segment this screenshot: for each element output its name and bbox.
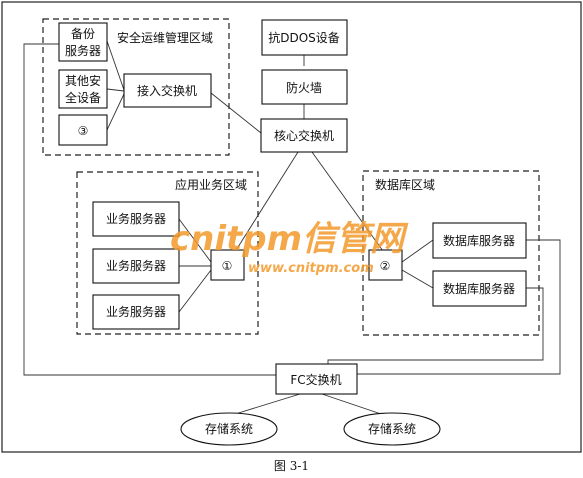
backup-server-label-line2: 服务器 [65,43,101,58]
links [23,40,561,416]
link-circle3-access [106,93,125,131]
db-zone-label: 数据库区域 [375,177,435,192]
watermark: cnitpm信管网 www.cnitpm.com [170,219,409,276]
backup-server-label-line1: 备份 [71,27,95,41]
other-security-device-box [58,69,108,109]
biz-server-label-2: 业务服务器 [106,258,166,273]
firewall-label: 防火墙 [286,80,322,95]
app-zone-label: 应用业务区域 [175,177,247,192]
security-ops-zone [42,18,230,156]
circle2-label: ② [380,259,391,273]
storage-label-1: 存储系统 [205,421,253,436]
link-core-circle1 [232,151,299,256]
circle2-box [368,249,403,281]
fc-switch-label: FC交换机 [290,372,341,387]
link-circle2-db1 [401,239,434,263]
anti-ddos-label: 抗DDOS设备 [268,30,340,45]
fc-switch-box [275,363,358,395]
watermark-brand: cnitpm信管网 [170,219,409,259]
core-switch-label: 核心交换机 [274,128,334,143]
storage-label-2: 存储系统 [368,421,416,436]
storage-system-1 [180,412,278,446]
link-circle2-db2 [401,269,434,289]
biz-server-box-2 [92,248,180,284]
biz-server-box-1 [92,201,180,237]
other-security-label-line1: 其他安 [65,73,101,88]
link-db2-fc [327,287,544,364]
biz-server-label-3: 业务服务器 [106,304,166,319]
diagram-frame [1,1,582,453]
anti-ddos-box [261,19,348,56]
link-biz1-circle1 [178,218,212,263]
link-biz3-circle1 [178,269,212,313]
link-core-circle2 [311,151,384,252]
db-server-label-2: 数据库服务器 [443,281,515,296]
storage-system-2 [343,412,441,446]
figure-caption: 图 3-1 [273,459,310,473]
db-server-label-1: 数据库服务器 [443,233,515,248]
biz-server-label-1: 业务服务器 [106,211,166,226]
db-server-box-1 [432,222,527,259]
link-access-core [210,92,262,134]
circle3-label: ③ [78,124,89,138]
circle1-box [210,249,245,281]
circle3-box [58,114,108,146]
access-switch-label: 接入交换机 [137,83,197,98]
link-backup-access [106,40,125,91]
link-fc-storage1 [231,393,301,416]
watermark-url: www.cnitpm.com [248,261,374,276]
link-other-access [106,88,125,92]
app-business-zone [76,171,259,335]
db-server-box-2 [432,270,527,307]
link-backup-fc [23,43,276,376]
biz-server-box-3 [92,294,180,330]
link-fc-storage2 [321,393,385,416]
security-zone-label: 安全运维管理区域 [117,30,213,45]
circle1-label: ① [222,259,233,273]
backup-server-box [58,22,108,62]
access-switch-box [123,73,212,108]
link-db1-fc [357,239,561,375]
firewall-box [261,69,348,105]
core-switch-box [260,118,348,153]
other-security-label-line2: 全设备 [65,90,101,105]
